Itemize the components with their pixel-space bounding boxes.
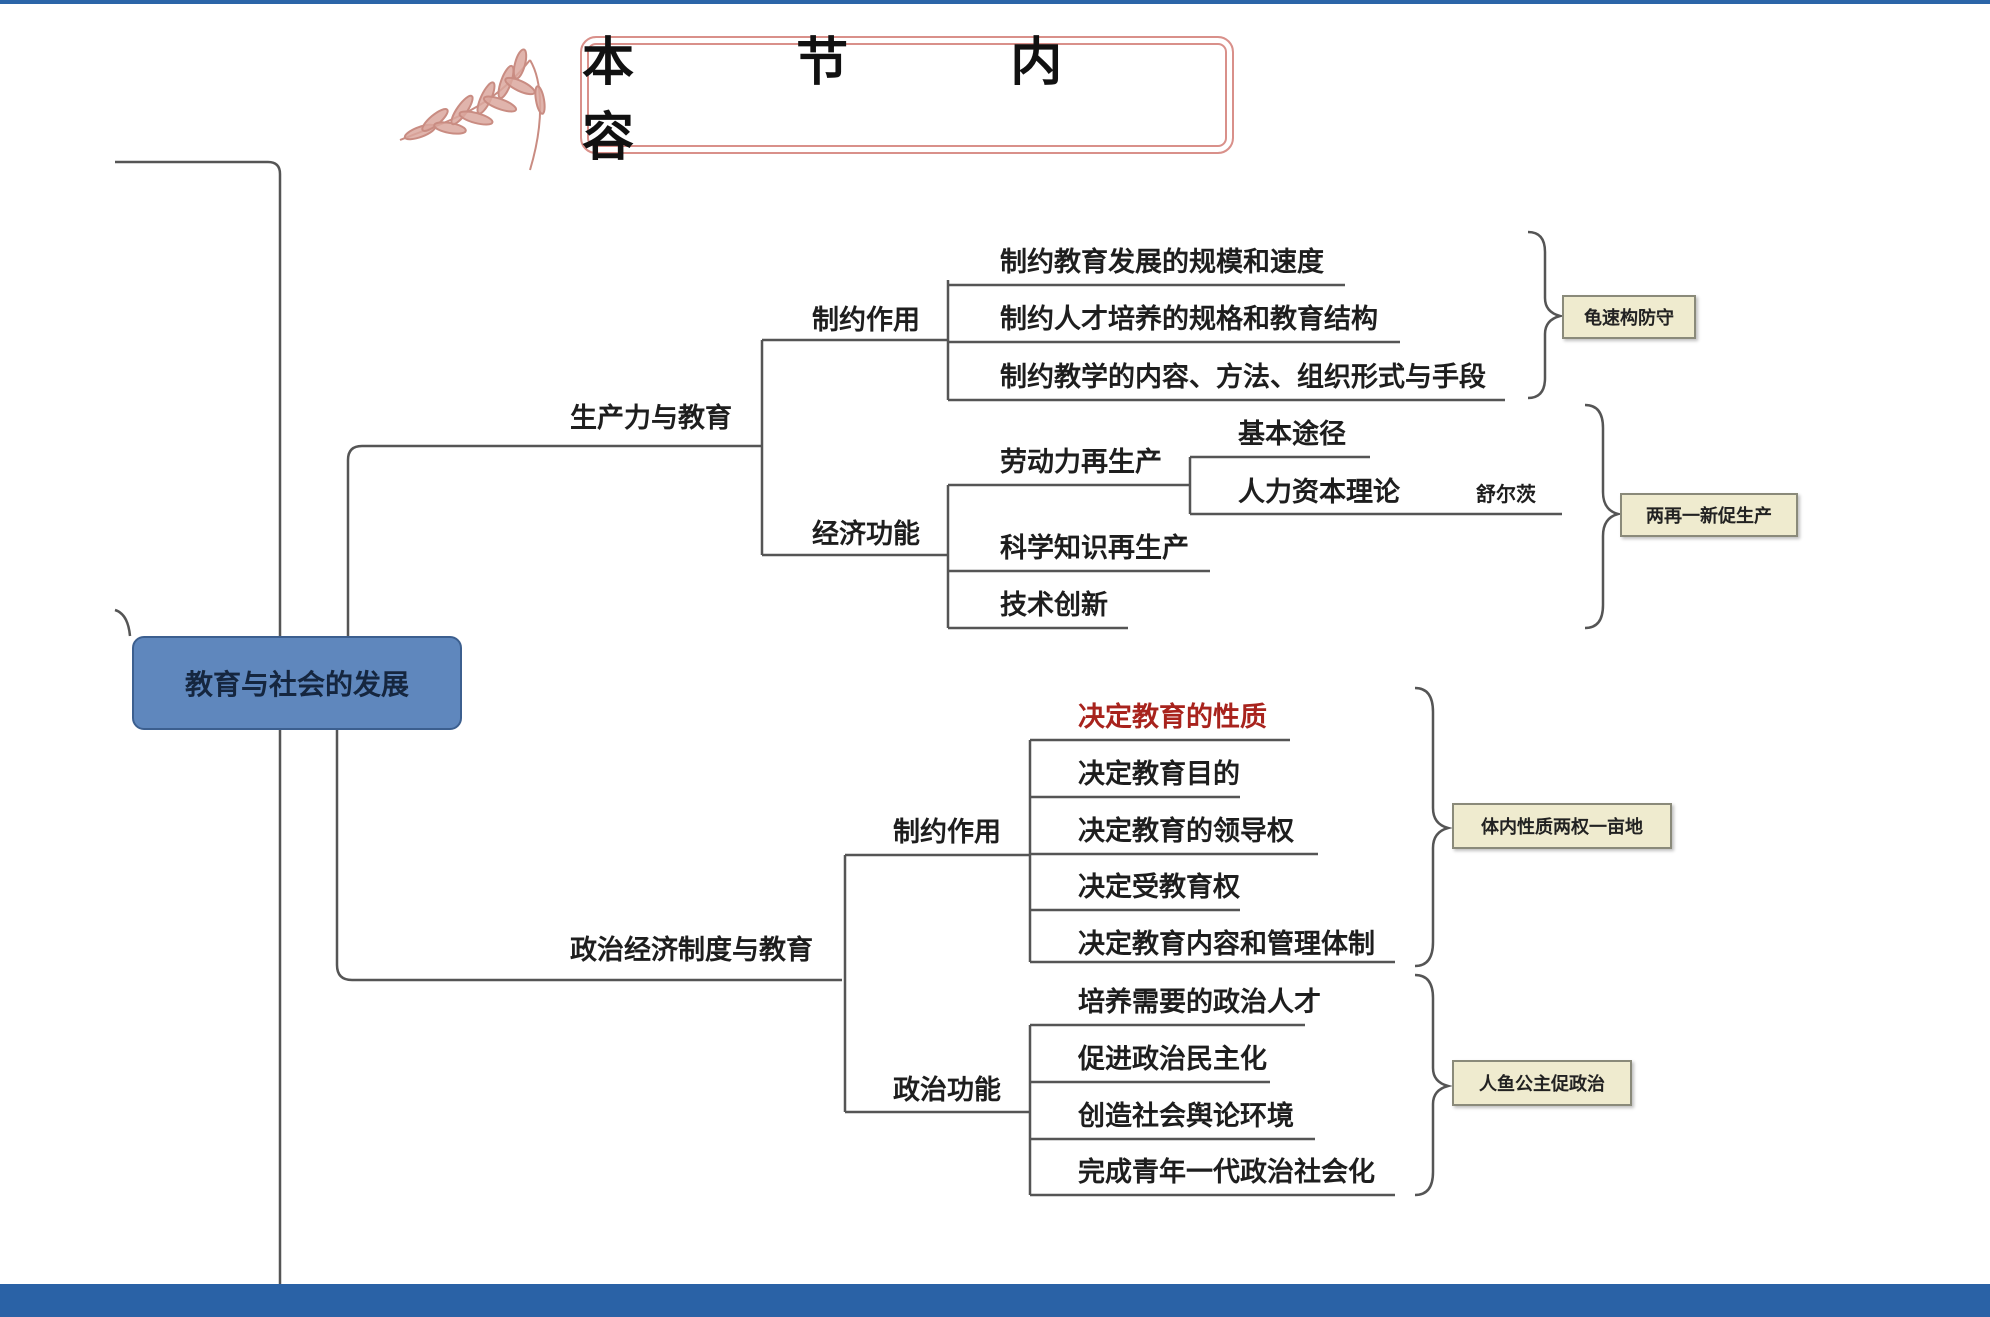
summary-productivity-restrict[interactable]: 龟速构防守 (1562, 295, 1696, 339)
leaf-political-restrict-item[interactable]: 决定教育的性质 (1078, 702, 1267, 733)
node-political-restrict[interactable]: 制约作用 (893, 817, 1001, 848)
section-title: 本 节 内 容 (582, 32, 1135, 168)
leaf-political-function-item[interactable]: 培养需要的政治人才 (1078, 987, 1321, 1018)
top-accent-line (0, 0, 1990, 4)
node-labor-reproduction[interactable]: 劳动力再生产 (1000, 447, 1162, 478)
leaf-restrict-item[interactable]: 制约人才培养的规格和教育结构 (1000, 304, 1378, 335)
bottom-bar (0, 1284, 1990, 1317)
leaf-economic-item[interactable]: 技术创新 (1000, 590, 1108, 621)
leaf-labor-sub[interactable]: 基本途径 (1238, 419, 1346, 450)
leaf-labor-sub[interactable]: 人力资本理论 (1238, 477, 1400, 508)
leaf-political-restrict-item[interactable]: 决定受教育权 (1078, 872, 1240, 903)
leaf-economic-item[interactable]: 科学知识再生产 (1000, 533, 1189, 564)
node-political-function[interactable]: 政治功能 (893, 1075, 1001, 1106)
node-economic-function[interactable]: 经济功能 (812, 519, 920, 550)
leaf-political-function-item[interactable]: 创造社会舆论环境 (1078, 1101, 1294, 1132)
summary-political-restrict[interactable]: 体内性质两权一亩地 (1452, 803, 1672, 849)
leaf-political-restrict-item[interactable]: 决定教育内容和管理体制 (1078, 929, 1375, 960)
summary-political-function[interactable]: 人鱼公主促政治 (1452, 1060, 1632, 1106)
root-node[interactable]: 教育与社会的发展 (132, 636, 462, 730)
branch-political[interactable]: 政治经济制度与教育 (570, 935, 813, 966)
leaf-restrict-item[interactable]: 制约教学的内容、方法、组织形式与手段 (1000, 362, 1486, 393)
leaf-branch-icon (399, 48, 546, 171)
leaf-political-restrict-item[interactable]: 决定教育目的 (1078, 759, 1240, 790)
leaf-political-function-item[interactable]: 促进政治民主化 (1078, 1044, 1267, 1075)
note-schultz: 舒尔茨 (1476, 482, 1536, 506)
summary-economic-function[interactable]: 两再一新促生产 (1620, 493, 1798, 537)
leaf-political-restrict-item[interactable]: 决定教育的领导权 (1078, 816, 1294, 847)
branch-productivity[interactable]: 生产力与教育 (570, 403, 732, 434)
leaf-restrict-item[interactable]: 制约教育发展的规模和速度 (1000, 247, 1324, 278)
leaf-political-function-item[interactable]: 完成青年一代政治社会化 (1078, 1157, 1375, 1188)
section-title-box: 本 节 内 容 (580, 32, 1234, 168)
node-productivity-restrict[interactable]: 制约作用 (812, 305, 920, 336)
